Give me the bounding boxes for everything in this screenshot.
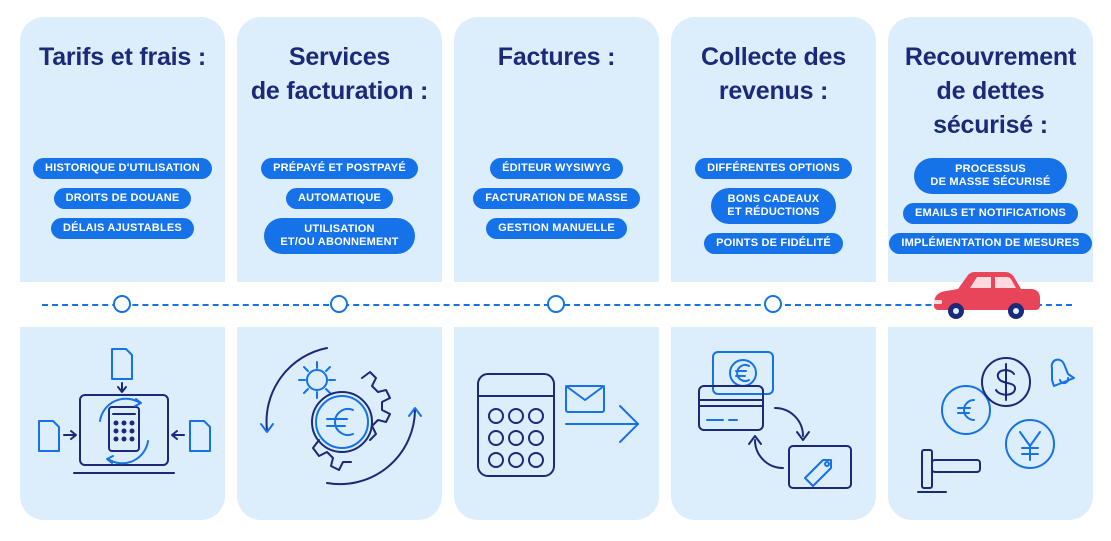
tag: DROITS DE DOUANE (53, 188, 192, 209)
calculator-document-flow-icon (32, 343, 212, 483)
tag-list: HISTORIQUE D'UTILISATION DROITS DE DOUAN… (20, 158, 225, 239)
timeline-marker (547, 295, 565, 313)
tag: FACTURATION DE MASSE (473, 188, 640, 209)
tag-list: ÉDITEUR WYSIWYG FACTURATION DE MASSE GES… (454, 158, 659, 239)
tag: PRÉPAYÉ ET POSTPAYÉ (261, 158, 418, 179)
tag-list: PROCESSUS DE MASSE SÉCURISÉ EMAILS ET NO… (888, 158, 1093, 254)
euro-gears-cycle-icon (257, 340, 427, 490)
tag: POINTS DE FIDÉLITÉ (704, 233, 843, 254)
column-title: Services de facturation : (250, 43, 429, 105)
column-bottom-panel (237, 327, 442, 520)
currencies-gavel-icon (916, 352, 1076, 502)
tag: IMPLÉMENTATION DE MESURES (889, 233, 1092, 254)
tag-list: DIFFÉRENTES OPTIONS BONS CADEAUX ET RÉDU… (671, 158, 876, 254)
tag: AUTOMATIQUE (285, 188, 394, 209)
tag: EMAILS ET NOTIFICATIONS (902, 203, 1079, 224)
calculator-send-invoice-icon (474, 370, 649, 480)
tag: GESTION MANUELLE (486, 218, 627, 239)
tag: DIFFÉRENTES OPTIONS (695, 158, 852, 179)
tag: BONS CADEAUX ET RÉDUCTIONS (711, 188, 836, 224)
card-gift-voucher-icon (693, 348, 858, 493)
timeline-marker (113, 295, 131, 313)
timeline-marker (330, 295, 348, 313)
column-title: Recouvrement de dettes sécurisé : (904, 43, 1077, 139)
column-title: Collecte des revenus : (701, 43, 846, 105)
tag: UTILISATION ET/OU ABONNEMENT (264, 218, 415, 254)
tag: HISTORIQUE D'UTILISATION (33, 158, 212, 179)
red-car-icon (928, 270, 1043, 322)
tag: PROCESSUS DE MASSE SÉCURISÉ (914, 158, 1067, 194)
column-title: Factures : (497, 43, 616, 71)
timeline-marker (764, 295, 782, 313)
tag: ÉDITEUR WYSIWYG (490, 158, 623, 179)
tag-list: PRÉPAYÉ ET POSTPAYÉ AUTOMATIQUE UTILISAT… (237, 158, 442, 254)
tag: DÉLAIS AJUSTABLES (51, 218, 194, 239)
column-title: Tarifs et frais : (38, 43, 207, 71)
